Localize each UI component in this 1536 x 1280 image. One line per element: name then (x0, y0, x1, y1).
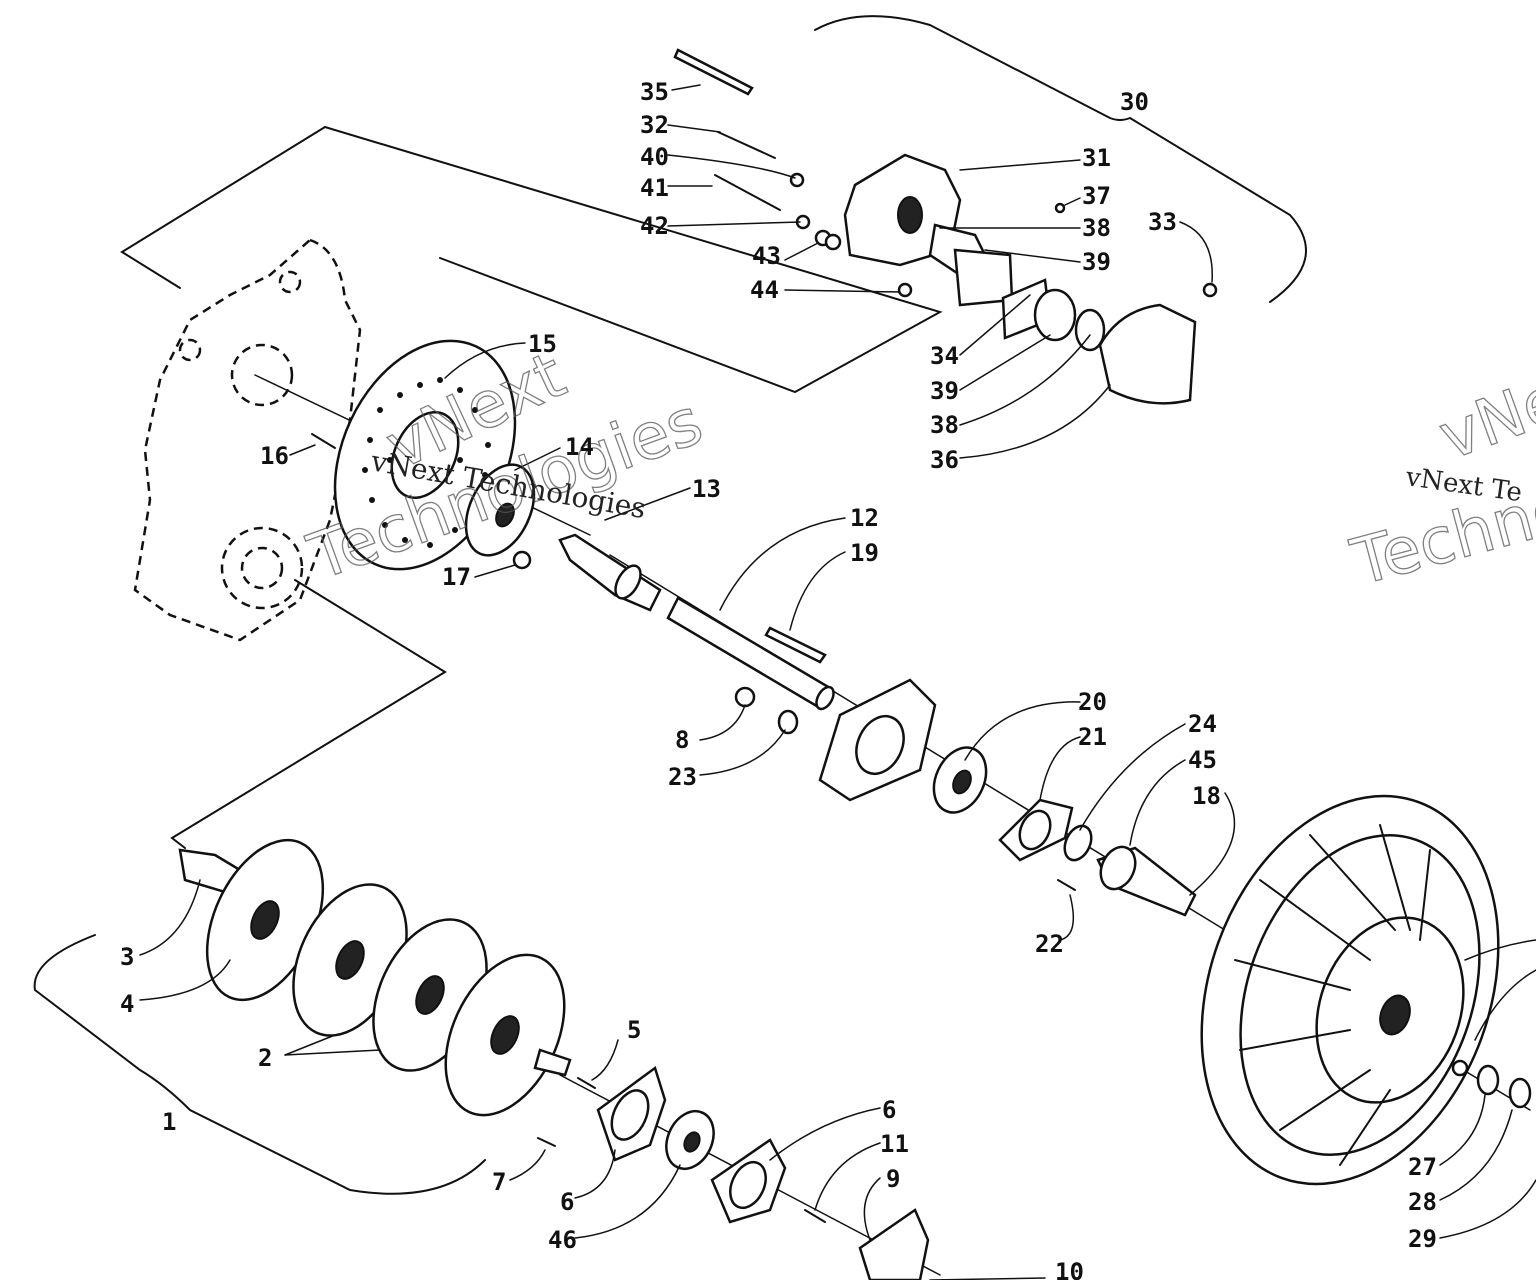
brake-shaft (558, 533, 662, 612)
callout-38b: 38 (930, 411, 959, 439)
nut-8 (734, 686, 756, 708)
callout-34: 34 (930, 342, 959, 370)
washer-23 (777, 709, 799, 735)
callout-42: 42 (640, 212, 669, 240)
callout-16: 16 (260, 442, 289, 470)
callout-3: 3 (120, 943, 134, 971)
panel-outline-upper (120, 125, 943, 394)
callout-32: 32 (640, 111, 669, 139)
bracket-30 (814, 15, 1307, 303)
bolt-41 (714, 174, 781, 211)
brake-hub (464, 463, 536, 557)
callout-6b: 6 (882, 1096, 896, 1124)
callout-4: 4 (120, 990, 134, 1018)
callout-30: 30 (1120, 88, 1149, 116)
bolt-32 (717, 131, 776, 159)
callout-20: 20 (1078, 688, 1107, 716)
bearing-46 (665, 1110, 715, 1170)
drive-sprocket-assembly (178, 838, 572, 1117)
callout-23: 23 (668, 763, 697, 791)
callout-35: 35 (640, 78, 669, 106)
callout-8: 8 (675, 726, 689, 754)
callout-27: 27 (1408, 1153, 1437, 1181)
callout-14: 14 (565, 433, 594, 461)
ring-24 (1063, 824, 1093, 862)
bearing-plate (818, 678, 937, 802)
callout-36: 36 (930, 446, 959, 474)
callout-38a: 38 (1082, 214, 1111, 242)
nut-27 (1451, 1059, 1469, 1077)
callout-11: 11 (880, 1130, 909, 1158)
washer-43 (814, 229, 842, 251)
screw-22 (1057, 879, 1076, 891)
bearing-plate-6a (596, 1065, 667, 1162)
callout-17: 17 (442, 563, 471, 591)
callout-39b: 39 (930, 377, 959, 405)
callout-10: 10 (1055, 1258, 1084, 1280)
brake-caliper-assembly (843, 153, 1218, 405)
callout-6a: 6 (560, 1188, 574, 1216)
flange-21 (998, 798, 1074, 862)
callout-18: 18 (1192, 782, 1221, 810)
callout-12: 12 (850, 504, 879, 532)
pin-5 (577, 1077, 596, 1089)
key-19 (764, 626, 827, 664)
bolt-7 (537, 1137, 556, 1147)
panel-outline-middle (170, 579, 447, 849)
callout-33: 33 (1148, 208, 1177, 236)
washer-40 (789, 172, 805, 188)
pin-35 (673, 48, 754, 96)
callout-24: 24 (1188, 710, 1217, 738)
bearing-plate-6b (710, 1138, 787, 1224)
callout-43: 43 (752, 242, 781, 270)
callout-22: 22 (1035, 930, 1064, 958)
callout-labels: 35 32 40 41 42 43 44 30 31 37 38 39 33 3… (120, 78, 1437, 1280)
chaincase-housing (133, 238, 362, 642)
callout-9: 9 (886, 1165, 900, 1193)
callout-29: 29 (1408, 1225, 1437, 1253)
washer-44 (897, 282, 913, 298)
callout-37: 37 (1082, 182, 1111, 210)
clip-37 (1054, 202, 1066, 214)
spacer-45 (1096, 845, 1197, 917)
callout-2: 2 (258, 1044, 272, 1072)
callout-21: 21 (1078, 723, 1107, 751)
watermark-right: vNe Techno vNext Te (1343, 362, 1536, 601)
callout-1: 1 (162, 1108, 176, 1136)
bracket-1 (33, 934, 486, 1195)
callout-7: 7 (492, 1168, 506, 1196)
callout-39a: 39 (1082, 248, 1111, 276)
leader-lines (139, 84, 1536, 1280)
bolt-16 (311, 433, 336, 449)
callout-44: 44 (750, 276, 779, 304)
callout-13: 13 (692, 475, 721, 503)
callout-41: 41 (640, 174, 669, 202)
callout-15: 15 (528, 330, 557, 358)
bolt-11 (804, 1209, 826, 1223)
callout-19: 19 (850, 539, 879, 567)
watermark-right-outline-1: vNe (1430, 363, 1536, 475)
callout-45: 45 (1188, 746, 1217, 774)
bearing-20 (932, 746, 988, 814)
callout-31: 31 (1082, 144, 1111, 172)
jackshaft-tube (666, 596, 835, 711)
callout-40: 40 (640, 143, 669, 171)
washer-28 (1476, 1064, 1500, 1096)
callout-5: 5 (627, 1016, 641, 1044)
nut-17 (512, 550, 532, 570)
plate-9 (858, 1208, 930, 1280)
driven-clutch (1200, 794, 1500, 1186)
callout-28: 28 (1408, 1188, 1437, 1216)
callout-46: 46 (548, 1226, 577, 1254)
bolt-29 (1508, 1077, 1532, 1109)
